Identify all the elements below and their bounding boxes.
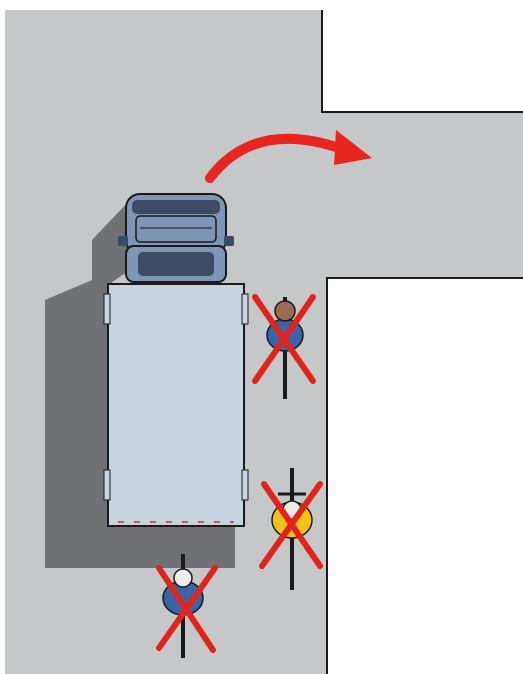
truck-cargo-box bbox=[104, 284, 248, 526]
truck bbox=[104, 194, 248, 526]
helmet bbox=[275, 301, 295, 321]
helmet bbox=[174, 569, 192, 587]
truck-cab bbox=[118, 194, 234, 282]
